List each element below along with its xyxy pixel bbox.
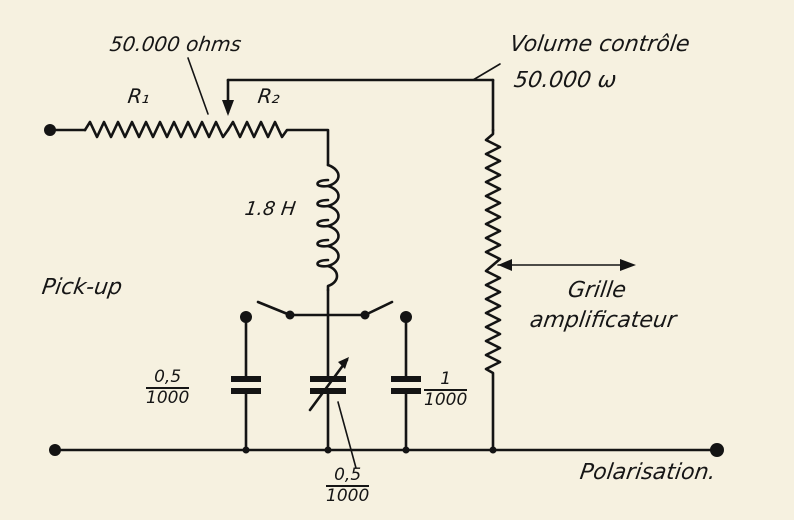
cap-right-plate-top: [391, 376, 421, 382]
cap-center-plate-bottom: [310, 388, 346, 394]
resistor-r2: [226, 120, 330, 167]
volume-title-label: Volume contrôle: [508, 32, 692, 57]
volume-pointer: [472, 63, 501, 81]
cap-left-denominator: 1000: [146, 388, 190, 408]
inductor-label: 1.8 H: [243, 198, 298, 220]
ground-terminal-left: [49, 444, 61, 456]
cap-left-value: 0,5 1000: [146, 368, 190, 408]
cap-right-numerator: 1: [424, 370, 468, 391]
cap-right-plate-bottom: [391, 388, 421, 394]
cap-left-plate-top: [231, 376, 261, 382]
variable-cap-arrowhead: [338, 357, 349, 369]
cap-left-numerator: 0,5: [146, 368, 190, 389]
bias-terminal-right: [710, 443, 724, 457]
resistor-r1: [83, 120, 230, 139]
cap-center-numerator: 0,5: [326, 466, 370, 487]
r1-label: R₁: [126, 84, 152, 108]
switch-blade-right: [363, 300, 394, 317]
bias-label: Polarisation.: [578, 460, 718, 485]
junction-dot: [324, 446, 332, 454]
cap-center-denominator: 1000: [326, 486, 370, 506]
grid-arrow-head-right: [620, 259, 636, 271]
cap-right-denominator: 1000: [424, 390, 468, 410]
cap-center-pointer: [337, 401, 357, 469]
cap-center-value: 0,5 1000: [326, 466, 370, 506]
volume-resistor: [484, 128, 502, 452]
pot-value-label: 50.000 ohms: [108, 32, 243, 56]
junction-dot: [489, 446, 497, 454]
pot-wiper-arrow: [222, 100, 234, 116]
switch-blade-left: [256, 300, 292, 317]
pickup-label: Pick-up: [40, 275, 124, 300]
cap-center-plate-top: [310, 376, 346, 382]
pot-value-pointer: [187, 57, 209, 115]
r2-label: R₂: [256, 84, 282, 108]
switch-pivot-left: [285, 310, 295, 320]
inductor-coil: [316, 163, 340, 292]
grid-label-line1: Grille: [566, 278, 628, 303]
cap-left-plate-bottom: [231, 388, 261, 394]
variable-cap-arrow: [308, 358, 349, 412]
cap-right-value: 1 1000: [424, 370, 468, 410]
grid-arrow-head-left: [498, 259, 512, 271]
junction-dot: [242, 446, 250, 454]
volume-value-label: 50.000 ω: [512, 68, 619, 93]
grid-label-line2: amplificateur: [528, 308, 678, 333]
junction-dot: [402, 446, 410, 454]
switch-pivot-right: [360, 310, 370, 320]
